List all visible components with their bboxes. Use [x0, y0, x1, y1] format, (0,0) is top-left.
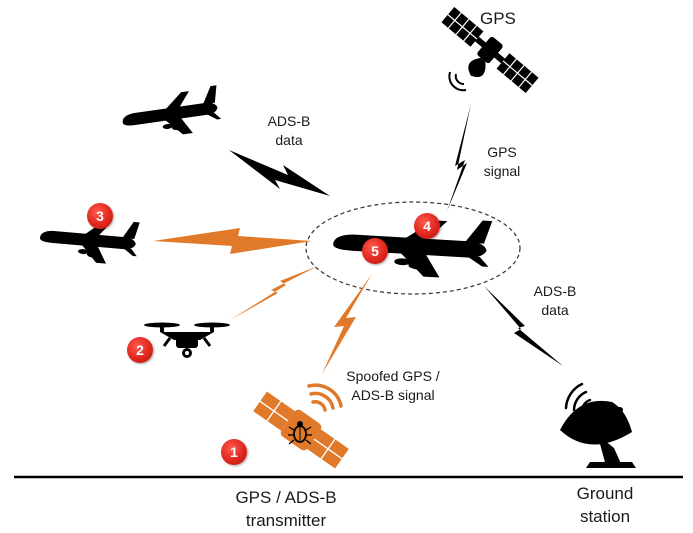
victim-airplane-icon	[330, 211, 493, 281]
adsb-data-label-top: ADS-B data	[267, 113, 311, 148]
spoof-bolt-plane3	[153, 228, 312, 254]
badge-4: 4	[414, 213, 440, 239]
adsb-data-label-right: ADS-B data	[533, 283, 577, 318]
adsb-bolt-top	[229, 150, 330, 196]
spoof-bolt-drone	[230, 266, 318, 320]
bug-icon	[288, 421, 312, 445]
transmitter-waves-icon	[307, 383, 343, 412]
ground-station-label: Ground station	[576, 484, 634, 526]
gps-signal-waves-icon	[448, 71, 467, 92]
spoofed-signal-label: Spoofed GPS / ADS-B signal	[346, 368, 440, 403]
spoof-bolt-transmitter	[322, 274, 372, 374]
badge-2: 2	[127, 337, 153, 363]
badge-3: 3	[87, 203, 113, 229]
badge-1: 1	[221, 439, 247, 465]
badge-5: 5	[362, 238, 388, 264]
ground-station-waves-icon	[564, 382, 592, 414]
adsb-bolt-right	[484, 286, 563, 366]
target-ellipse	[305, 201, 521, 295]
gps-title: GPS	[480, 9, 516, 28]
airplane-top-left-icon	[119, 85, 223, 143]
ground-station-icon	[560, 400, 636, 468]
gps-bolt	[447, 104, 471, 211]
gps-satellite-icon	[441, 6, 539, 94]
transmitter-label: GPS / ADS-B transmitter	[235, 488, 337, 530]
drone-icon	[144, 322, 230, 358]
gps-signal-label: GPS signal	[483, 144, 521, 179]
